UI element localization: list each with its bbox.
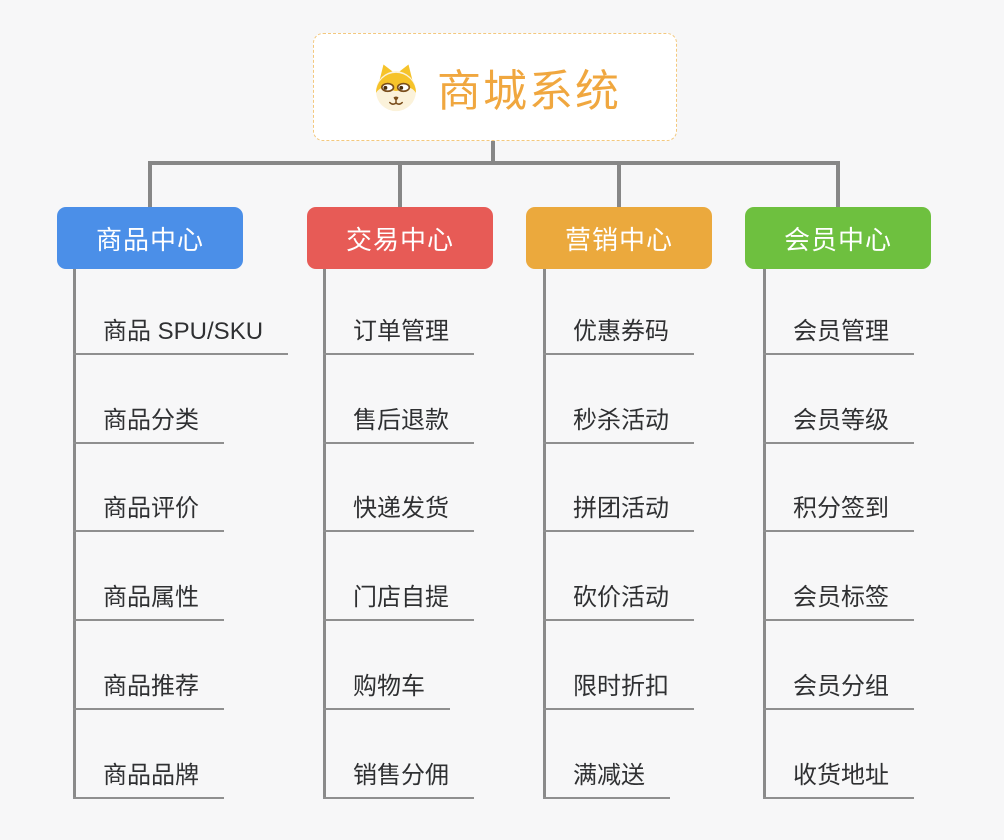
child-topic: 会员分组	[763, 621, 914, 710]
branch-node-marketing-center[interactable]: 营销中心	[526, 207, 712, 269]
connector-drop-marketing	[617, 161, 621, 207]
root-topic[interactable]: 商城系统	[313, 33, 677, 141]
child-topic: 积分签到	[763, 444, 914, 533]
child-topic-label[interactable]: 会员管理	[763, 311, 914, 355]
child-topic-label[interactable]: 满减送	[543, 755, 670, 799]
child-topic: 优惠券码	[543, 266, 694, 355]
child-topic-label[interactable]: 收货地址	[763, 755, 914, 799]
branch-label: 会员中心	[783, 224, 892, 255]
child-topic: 售后退款	[323, 355, 474, 444]
child-topic: 会员等级	[763, 355, 914, 444]
child-list-product: 商品 SPU/SKU 商品分类 商品评价 商品属性 商品推荐 商品品牌	[73, 266, 289, 799]
child-topic: 收货地址	[763, 710, 914, 799]
child-topic-label[interactable]: 销售分佣	[323, 755, 474, 799]
child-topic-label[interactable]: 限时折扣	[543, 666, 694, 710]
child-topic-label[interactable]: 积分签到	[763, 488, 914, 533]
child-topic-label[interactable]: 优惠券码	[543, 311, 694, 355]
branch-node-trade-center[interactable]: 交易中心	[307, 207, 493, 269]
child-topic: 砍价活动	[543, 532, 694, 622]
child-topic-label[interactable]: 会员分组	[763, 666, 914, 710]
child-topic-label[interactable]: 售后退款	[323, 400, 474, 444]
branch-label: 商品中心	[95, 224, 204, 255]
child-topic: 商品评价	[73, 444, 288, 533]
child-topic: 销售分佣	[323, 710, 474, 799]
child-topic-label[interactable]: 商品分类	[73, 400, 224, 444]
child-topic-label[interactable]: 秒杀活动	[543, 400, 694, 444]
branch-label: 交易中心	[345, 224, 454, 255]
child-topic: 商品属性	[73, 532, 288, 622]
dog-face-icon	[369, 62, 423, 112]
branch-label: 营销中心	[564, 224, 673, 255]
child-topic-label[interactable]: 会员等级	[763, 400, 914, 444]
connector-root-stem	[491, 140, 495, 165]
child-topic: 拼团活动	[543, 444, 694, 533]
child-topic: 限时折扣	[543, 621, 694, 710]
child-topic-label[interactable]: 门店自提	[323, 577, 474, 622]
child-topic-label[interactable]: 商品 SPU/SKU	[73, 311, 289, 355]
child-topic-label[interactable]: 商品评价	[73, 488, 224, 533]
connector-drop-trade	[398, 161, 402, 207]
root-topic-label: 商城系统	[437, 67, 621, 116]
child-topic: 秒杀活动	[543, 355, 694, 444]
child-topic: 订单管理	[323, 266, 474, 355]
connector-trunk-product	[73, 269, 76, 799]
child-list-marketing: 优惠券码 秒杀活动 拼团活动 砍价活动 限时折扣 满减送	[543, 266, 694, 799]
child-topic: 会员管理	[763, 266, 914, 355]
connector-drop-product	[148, 161, 152, 207]
connector-drop-member	[836, 161, 840, 207]
child-topic: 会员标签	[763, 532, 914, 622]
branch-node-member-center[interactable]: 会员中心	[745, 207, 931, 269]
child-topic-label[interactable]: 商品推荐	[73, 666, 224, 710]
child-topic: 商品 SPU/SKU	[73, 266, 289, 355]
child-topic: 快递发货	[323, 444, 474, 533]
child-topic: 商品品牌	[73, 710, 288, 799]
child-topic-label[interactable]: 商品属性	[73, 577, 224, 622]
child-topic-label[interactable]: 购物车	[323, 666, 450, 710]
connector-trunk-trade	[323, 269, 326, 799]
connector-trunk-marketing	[543, 269, 546, 799]
child-topic-label[interactable]: 会员标签	[763, 577, 914, 622]
child-topic-label[interactable]: 快递发货	[323, 488, 474, 533]
connector-trunk-member	[763, 269, 766, 799]
branch-node-product-center[interactable]: 商品中心	[57, 207, 243, 269]
child-topic: 购物车	[323, 621, 474, 710]
connector-horizontal-bar	[148, 161, 840, 165]
child-topic-label[interactable]: 订单管理	[323, 311, 474, 355]
child-topic: 商品分类	[73, 355, 288, 444]
child-topic-label[interactable]: 砍价活动	[543, 577, 694, 622]
child-topic: 商品推荐	[73, 621, 288, 710]
child-topic-label[interactable]: 拼团活动	[543, 488, 694, 533]
child-list-trade: 订单管理 售后退款 快递发货 门店自提 购物车 销售分佣	[323, 266, 474, 799]
child-list-member: 会员管理 会员等级 积分签到 会员标签 会员分组 收货地址	[763, 266, 914, 799]
child-topic: 满减送	[543, 710, 694, 799]
child-topic: 门店自提	[323, 532, 474, 622]
child-topic-label[interactable]: 商品品牌	[73, 755, 224, 799]
